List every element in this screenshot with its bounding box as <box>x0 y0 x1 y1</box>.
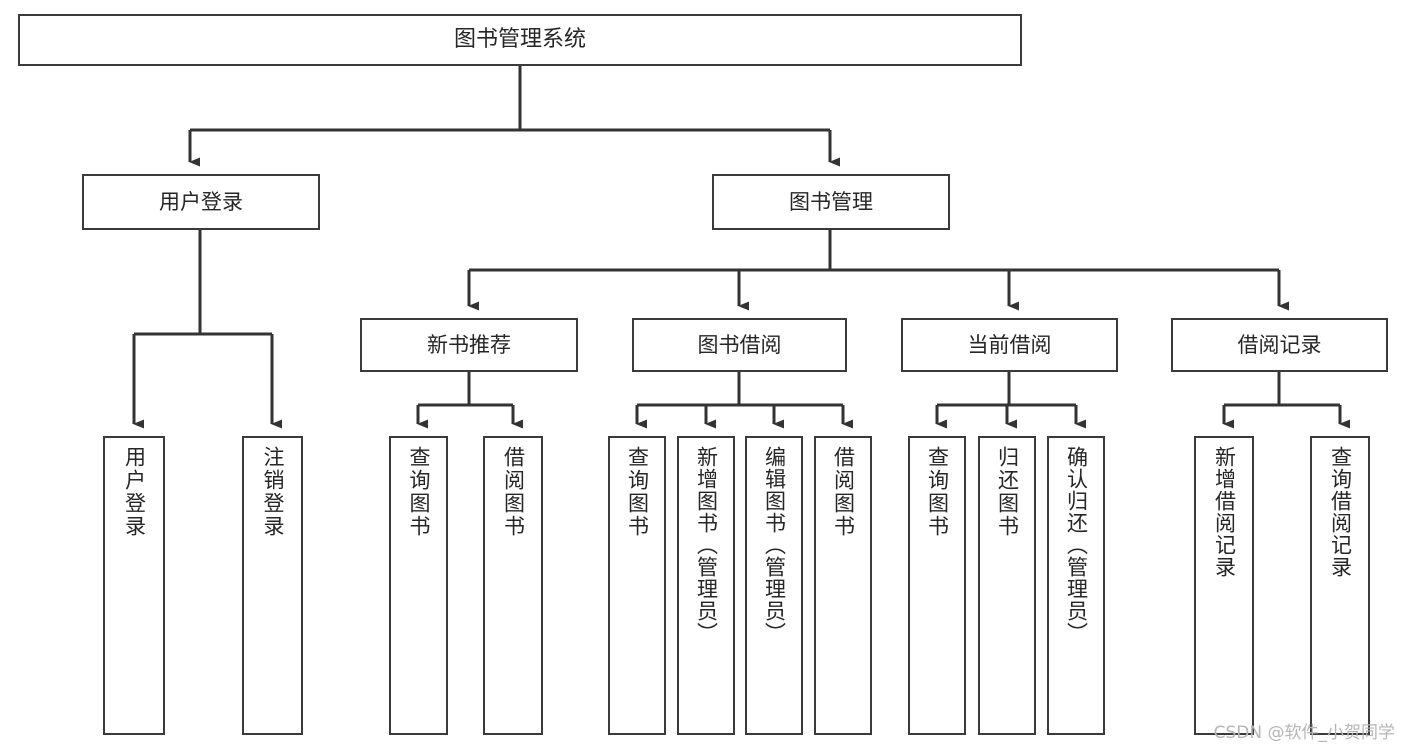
leaf-borrow-book-1[interactable]: 借阅图书 <box>483 436 543 735</box>
leaf-query-book-3[interactable]: 查询图书 <box>908 436 966 735</box>
node-current-borrow[interactable]: 当前借阅 <box>901 318 1118 372</box>
leaf-logout-login[interactable]: 注销登录 <box>242 436 303 735</box>
leaf-edit-book[interactable]: 编辑图书（管理员） <box>745 436 803 735</box>
node-label: 用户登录 <box>159 189 243 214</box>
node-label: 编辑图书（管理员） <box>762 446 787 644</box>
node-label: 用户登录 <box>122 446 147 538</box>
csdn-watermark: CSDN @软件_小贺同学 <box>1213 723 1395 743</box>
node-label: 图书借阅 <box>697 332 782 357</box>
node-book-borrow[interactable]: 图书借阅 <box>632 318 847 372</box>
leaf-query-book-2[interactable]: 查询图书 <box>608 436 666 735</box>
node-label: 当前借阅 <box>967 332 1052 357</box>
node-label: 借阅图书 <box>501 446 526 538</box>
node-label: 查询图书 <box>625 446 650 538</box>
node-user-login[interactable]: 用户登录 <box>82 174 320 230</box>
node-label: 借阅记录 <box>1237 332 1322 357</box>
node-label: 图书管理 <box>789 189 873 214</box>
node-label: 新书推荐 <box>427 332 511 357</box>
node-new-book-recommend[interactable]: 新书推荐 <box>360 318 578 372</box>
node-label: 注销登录 <box>261 446 285 538</box>
leaf-query-record[interactable]: 查询借阅记录 <box>1310 436 1370 735</box>
leaf-add-record[interactable]: 新增借阅记录 <box>1194 436 1254 735</box>
node-root-system[interactable]: 图书管理系统 <box>18 14 1022 66</box>
leaf-user-login[interactable]: 用户登录 <box>103 436 165 735</box>
node-label: 确认归还（管理员） <box>1064 446 1089 644</box>
leaf-borrow-book-2[interactable]: 借阅图书 <box>814 436 872 735</box>
node-label: 图书管理系统 <box>453 27 586 53</box>
node-label: 查询图书 <box>407 446 431 538</box>
node-label: 新增借阅记录 <box>1212 446 1237 578</box>
node-borrow-record[interactable]: 借阅记录 <box>1171 318 1388 372</box>
leaf-return-book[interactable]: 归还图书 <box>978 436 1036 735</box>
node-label: 借阅图书 <box>831 446 856 538</box>
node-label: 查询借阅记录 <box>1328 446 1353 578</box>
node-label: 新增图书（管理员） <box>694 446 719 644</box>
leaf-add-book[interactable]: 新增图书（管理员） <box>677 436 735 735</box>
leaf-confirm-return[interactable]: 确认归还（管理员） <box>1047 436 1105 735</box>
leaf-query-book-1[interactable]: 查询图书 <box>389 436 448 735</box>
node-book-management[interactable]: 图书管理 <box>712 174 950 230</box>
node-label: 查询图书 <box>925 446 950 538</box>
node-label: 归还图书 <box>995 446 1020 538</box>
